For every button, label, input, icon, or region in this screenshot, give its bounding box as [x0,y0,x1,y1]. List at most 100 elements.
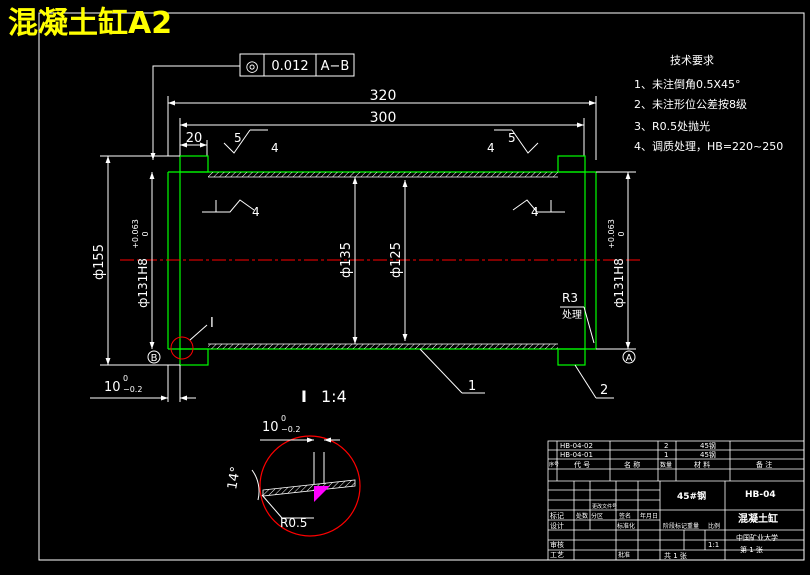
roughness-b: 5 [508,131,516,145]
detail-width-upper: 0 [281,414,286,423]
tb-label-mark: 标记 [550,511,564,520]
part-leader-1: 1 [419,348,485,394]
detail-view: R0.5 10 0 −0.2 14° [225,414,361,537]
tb-row1-qty: 2 [664,442,668,450]
tb-label-stage: 阶段标记 [663,522,687,530]
requirement-item-1: 1、未注倒角0.5X45° [634,77,741,91]
tb-label-process: 工艺 [550,551,564,559]
dim-inner-length: 300 [179,110,585,156]
dim-300: 300 [370,110,397,126]
dim-bore-right-label: ф131H8 [612,258,626,308]
tb-head-qty: 数量 [660,461,672,469]
datum-a: A [622,350,636,364]
dim-bore-right: ф131H8 +0.063 0 [596,171,636,350]
requirement-item-3: 3、R0.5处抛光 [634,119,710,133]
section-detail-circle [170,336,194,360]
drawing-border [38,12,805,561]
tb-sheet: 第 1 张 [740,545,763,554]
dim-collar: 10 0 −0.2 [90,365,196,402]
tb-head-name: 名 称 [624,460,640,469]
dim-bore-left-upper: +0.063 [131,219,140,249]
roughness-c: 4 [271,141,279,155]
tb-label-weight: 重量 [687,522,699,530]
drawing-title: 混凝土缸A2 [8,6,173,41]
tolerance-datum: A−B [321,59,350,74]
tb-label-change: 更改文件号 [592,503,617,510]
tb-material: 45#钢 [677,490,706,502]
tb-row2-code: HB-04-01 [560,451,593,459]
section-mark: I [210,316,214,331]
dim-outer-dia: ф155 [92,155,180,366]
tb-label-std: 标准化 [617,522,635,530]
requirements: 技术要求 1、未注倒角0.5X45° 2、未注形位公差按8级 3、R0.5处抛光… [634,54,783,153]
tb-label-count: 处数 [576,512,588,520]
dim-mid-1: ф135 [339,177,358,344]
tb-label-zone: 分区 [591,512,603,520]
dim-collar-upper: 0 [123,374,128,383]
tb-label-scale: 比例 [708,522,720,530]
tb-row2-material: 45钢 [700,450,716,459]
dim-bore-left-lower: 0 [141,231,150,236]
dim-20: 20 [186,131,203,146]
tb-label-design: 设计 [550,521,564,530]
roughness-e: 4 [252,205,260,219]
datum-b-label: B [151,353,158,364]
part-leader-1-label: 1 [468,379,476,394]
dim-mid-2: ф125 [389,180,408,341]
dim-collar-nominal: 10 [104,380,121,395]
title-block-text: HB-04-02 2 45钢 HB-04-01 1 45钢 序号 代 号 名 称… [549,441,778,560]
tolerance-frame: ◎ 0.012 A−B [150,53,355,160]
part-leader-2: 2 [574,364,614,399]
section-label: I [301,387,307,406]
tb-label-sign: 签名 [619,512,631,520]
dim-collar-lower: −0.2 [123,385,142,394]
dim-bore-right-lower: 0 [617,231,626,236]
radius-note-text: 处理 [562,309,582,321]
roughness-d: 4 [487,141,495,155]
roughness-a: 5 [234,131,242,145]
tb-part-name: 混凝土缸 [738,512,778,525]
part-leader-2-label: 2 [600,383,608,398]
requirements-heading: 技术要求 [670,54,714,67]
dim-overall-length: 320 [167,88,597,160]
tolerance-symbol: ◎ [245,57,258,75]
dim-dia-125: ф125 [389,242,404,278]
datum-b: B [147,350,161,364]
dim-end-width: 20 [180,131,208,156]
radius-note: R3 处理 [560,291,595,344]
tolerance-value: 0.012 [271,59,308,74]
tb-sheets: 共 1 张 [664,551,687,560]
wall-hatching [208,172,558,349]
title-block [547,440,805,561]
tb-label-approve: 批准 [618,551,630,559]
tb-row1-code: HB-04-02 [560,442,593,450]
detail-width-nominal: 10 [262,420,279,435]
tb-row2-qty: 1 [664,451,668,459]
detail-width-lower: −0.2 [281,425,300,434]
dim-dia-135: ф135 [339,242,354,278]
detail-radius: R0.5 [280,516,307,530]
tb-row1-material: 45钢 [700,441,716,450]
requirement-item-2: 2、未注形位公差按8级 [634,97,747,111]
tb-drawing-no: HB-04 [745,490,776,500]
dim-320: 320 [370,88,397,104]
dim-bore-left: ф131H8 +0.063 0 [131,172,155,349]
tb-label-date: 年月日 [640,512,658,520]
dim-bore-left-label: ф131H8 [136,258,150,308]
tb-head-material: 材 料 [694,460,710,469]
requirement-item-4: 4、调质处理，HB=220~250 [634,140,783,153]
datum-a-label: A [626,353,633,364]
radius-r3: R3 [562,291,578,305]
roughness-f: 4 [531,205,539,219]
tb-scale: 1:1 [708,541,719,549]
dim-dia-155: ф155 [92,244,107,280]
tb-school: 中国矿业大学 [736,533,778,542]
tb-head-seq: 序号 [549,461,559,468]
dim-bore-right-upper: +0.063 [607,219,616,249]
scale-label: 1:4 [321,387,347,406]
detail-angle: 14° [225,465,244,490]
roughness-symbols: 5 4 5 4 4 4 [202,129,565,219]
tb-label-review: 审核 [550,540,564,549]
tb-head-remarks: 备 注 [756,460,772,469]
